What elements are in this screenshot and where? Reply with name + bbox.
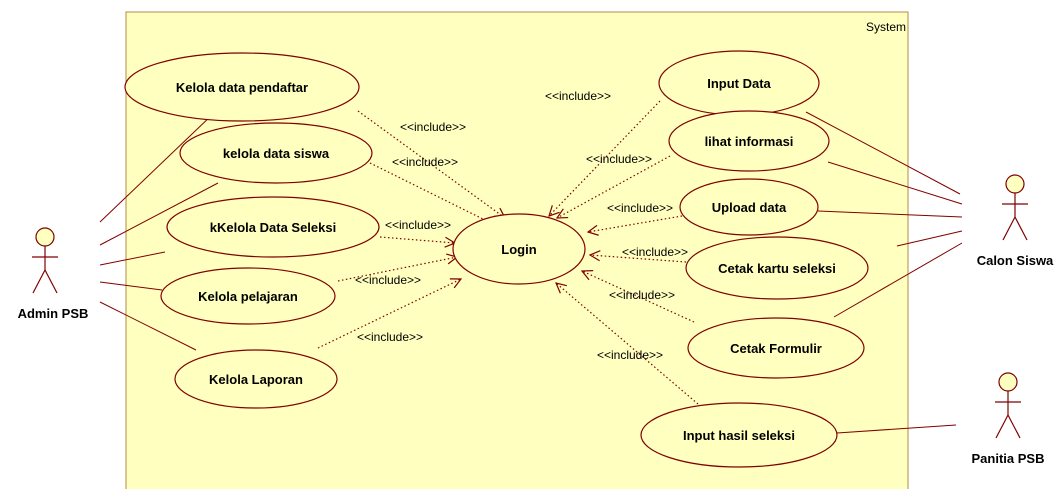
include-arrow-lihat-informasi (557, 155, 671, 218)
usecase-ellipse[interactable] (679, 178, 819, 236)
include-label-upload-data: <<include>> (607, 201, 673, 215)
usecase-cetak-kartu[interactable]: Cetak kartu seleksi (685, 236, 869, 300)
usecase-input-data[interactable]: Input Data (658, 50, 820, 116)
usecase-label: Kelola Laporan (209, 372, 303, 387)
usecase-ellipse[interactable] (685, 236, 869, 300)
include-arrow-kelola-laporan (317, 279, 461, 349)
actor-label: Admin PSB (18, 306, 89, 321)
association-calon-lihat-informasi (827, 161, 963, 205)
system-label: System (866, 20, 906, 34)
association-admin-kelola-pelajaran (99, 281, 163, 291)
include-label-kelola-laporan: <<include>> (357, 330, 423, 344)
usecase-ellipse[interactable] (124, 52, 360, 122)
association-admin-kelola-pendaftar (99, 112, 215, 223)
usecase-label: Cetak kartu seleksi (718, 261, 836, 276)
usecase-ellipse[interactable] (687, 317, 865, 379)
include-arrow-cetak-kartu (590, 255, 687, 263)
association-panitia-input-hasil (836, 424, 957, 434)
actor-admin[interactable]: Admin PSB (18, 227, 89, 321)
include-label-kelola-pendaftar: <<include>> (400, 120, 466, 134)
usecase-kelola-laporan[interactable]: Kelola Laporan (174, 349, 338, 409)
actor-label: Calon Siswa (977, 253, 1054, 268)
association-calon-cetak-kartu (896, 230, 963, 247)
stick-figure-icon (1002, 174, 1028, 241)
usecase-label: lihat informasi (705, 134, 794, 149)
include-arrow-cetak-formulir (582, 271, 695, 323)
include-label-cetak-formulir: <<include>> (609, 288, 675, 302)
usecase-label: Input hasil seleksi (683, 428, 795, 443)
usecase-ellipse[interactable] (668, 110, 830, 172)
usecase-login[interactable]: Login (452, 213, 586, 285)
usecase-ellipse[interactable] (179, 122, 373, 184)
association-calon-input-data (805, 111, 961, 195)
include-label-kelola-seleksi: <<include>> (385, 218, 451, 232)
include-arrow-input-data (549, 100, 661, 216)
association-admin-kelola-siswa (99, 182, 219, 246)
usecase-cetak-formulir[interactable]: Cetak Formulir (687, 317, 865, 379)
stick-figure-icon (995, 372, 1021, 439)
actor-calon[interactable]: Calon Siswa (977, 174, 1054, 268)
usecase-lihat-informasi[interactable]: lihat informasi (668, 110, 830, 172)
stick-figure-icon (32, 227, 58, 294)
usecase-upload-data[interactable]: Upload data (679, 178, 819, 236)
actor-panitia[interactable]: Panitia PSB (972, 372, 1045, 466)
usecase-label: Cetak Formulir (730, 341, 822, 356)
usecase-layer: Kelola data pendaftar kelola data siswa kK… (124, 50, 869, 468)
usecase-ellipse[interactable] (166, 196, 380, 258)
usecase-ellipse[interactable] (452, 213, 586, 285)
usecase-label: Upload data (712, 200, 787, 215)
usecase-label: Kelola data pendaftar (176, 80, 308, 95)
include-label-input-hasil: <<include>> (597, 348, 663, 362)
usecase-kelola-pelajaran[interactable]: Kelola pelajaran (160, 267, 336, 325)
association-calon-cetak-formulir (833, 242, 963, 318)
include-arrow-kelola-seleksi (379, 236, 455, 243)
usecase-label: Kelola pelajaran (198, 289, 298, 304)
usecase-label: Login (501, 242, 536, 257)
include-layer: <<include>> <<include>> <<include>> <<inclu… (317, 89, 699, 405)
association-admin-kelola-laporan (99, 301, 197, 351)
usecase-ellipse[interactable] (160, 267, 336, 325)
usecase-kelola-seleksi[interactable]: kKelola Data Seleksi (166, 196, 380, 258)
include-label-kelola-pelajaran: <<include>> (355, 273, 421, 287)
include-arrow-input-hasil (556, 283, 699, 405)
include-label-cetak-kartu: <<include>> (622, 245, 688, 259)
usecase-ellipse[interactable] (640, 402, 838, 468)
usecase-label: kelola data siswa (223, 146, 330, 161)
include-label-input-data: <<include>> (545, 89, 611, 103)
usecase-input-hasil[interactable]: Input hasil seleksi (640, 402, 838, 468)
actor-label: Panitia PSB (972, 451, 1045, 466)
association-layer (99, 111, 963, 434)
usecase-ellipse[interactable] (174, 349, 338, 409)
usecase-label: Input Data (707, 76, 771, 91)
include-label-lihat-informasi: <<include>> (586, 152, 652, 166)
usecase-kelola-siswa[interactable]: kelola data siswa (179, 122, 373, 184)
usecase-label: kKelola Data Seleksi (210, 220, 336, 235)
usecase-kelola-pendaftar[interactable]: Kelola data pendaftar (124, 52, 360, 122)
association-admin-kelola-seleksi (99, 251, 166, 266)
include-arrow-kelola-pelajaran (337, 257, 457, 282)
association-calon-upload-data (817, 210, 963, 218)
include-label-kelola-siswa: <<include>> (392, 155, 458, 169)
